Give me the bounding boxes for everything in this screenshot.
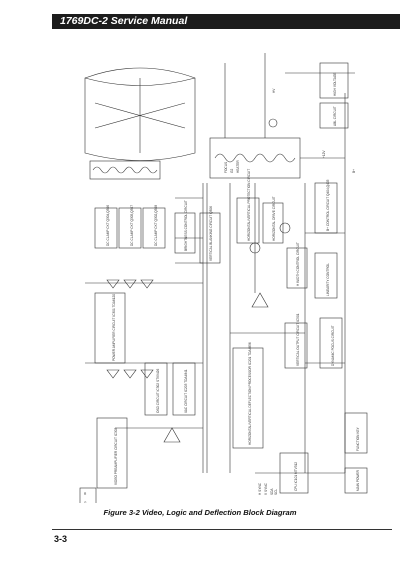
video-preamp-block xyxy=(97,418,127,488)
signal-g2: G2 xyxy=(230,169,234,173)
label-hv: HIGH VOLTAGE xyxy=(333,73,337,96)
label-dc-clamp-2: DC CLAMP CKT Q305,Q307 xyxy=(130,205,134,246)
figure-caption: Figure 3-2 Video, Logic and Deflection B… xyxy=(0,508,400,517)
label-vertical-output: VERTICAL OUTPUT CIRCUIT IC501 xyxy=(296,313,300,366)
signal-bplus: B+ xyxy=(352,169,356,173)
signal-g: G xyxy=(84,501,87,503)
label-osd: OSD CIRCUIT IC302 STV9426 xyxy=(156,369,160,413)
label-video-preamp: VIDEO PREAMPLIFIER CIRCUIT IC303 xyxy=(114,427,118,485)
page-number: 3-3 xyxy=(54,534,67,544)
label-width: H WIDTH CONTROL CIRCUIT xyxy=(296,242,300,286)
label-vblank: VERTICAL BLANKING CIRCUIT Q306 xyxy=(209,206,213,261)
block-diagram: VIDEO PREAMPLIFIER CIRCUIT IC303 POWER A… xyxy=(55,33,385,503)
label-dc-clamp-3: DC CLAMP CKT Q302,Q308 xyxy=(154,205,158,246)
label-linearity: LINEARITY CONTROL xyxy=(326,263,330,296)
footer-divider xyxy=(52,529,392,530)
label-horiz-drive: HORIZONTAL DRIVE CIRCUIT xyxy=(272,196,276,241)
label-power-amp: POWER AMPLIFIER CIRCUIT IC301 TDA6120 xyxy=(112,294,116,361)
label-dynamic-focus: DYNAMIC FOCUS CIRCUIT xyxy=(331,325,335,366)
label-protection: HORIZONTAL/VERTICAL PROTECTION CIRCUIT xyxy=(247,169,251,241)
signal-r: R xyxy=(84,492,87,496)
header-bar: 1769DC-2 Service Manual xyxy=(52,14,400,29)
label-key: FUNCTION KEY xyxy=(356,426,360,451)
manual-title: 1769DC-2 Service Manual xyxy=(60,14,187,29)
label-mcu: CPU IC101 MTV312 xyxy=(294,462,298,491)
label-bplus: B+ CONTROL CIRCUIT Q404,Q405 xyxy=(326,179,330,231)
signal-focus: FOCUS xyxy=(224,162,228,173)
label-mains: MAIN POWER xyxy=(356,469,360,491)
label-abl: ABL CIRCUIT xyxy=(333,106,337,126)
signal-v-sync: V SYNC xyxy=(264,482,268,495)
signal-h-sync: H SYNC xyxy=(258,482,262,495)
label-brightness: BRIGHTNESS CONTROL CIRCUIT xyxy=(184,200,188,251)
label-deflection-processor: HORIZONTAL/VERTICAL DEFLECTION PROCESSOR… xyxy=(248,342,252,445)
signal-hv-in: HV xyxy=(272,88,276,93)
signal-heater: HEATER xyxy=(236,160,240,173)
label-iiac: IIAC CIRCUIT IC203 TDA4841 xyxy=(184,369,188,413)
signal-scl: SCL xyxy=(274,489,278,495)
power-amp-block xyxy=(95,293,125,363)
signal-12v: +12V xyxy=(322,150,326,158)
label-dc-clamp-1: DC CLAMP CKT Q304,Q306 xyxy=(106,205,110,246)
